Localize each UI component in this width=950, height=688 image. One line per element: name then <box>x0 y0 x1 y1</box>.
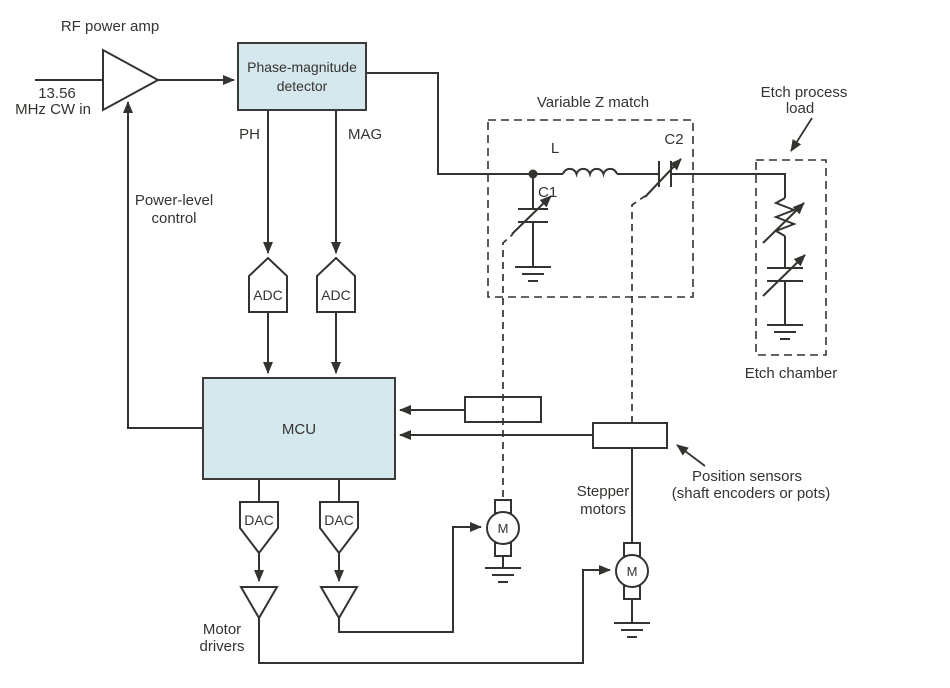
c1-mechanical-linkage <box>502 233 514 497</box>
position-sensors-label-line2: (shaft encoders or pots) <box>672 485 830 502</box>
stepper-motors-label-line1: Stepper <box>577 483 630 500</box>
motor2-ground-symbol <box>613 622 651 638</box>
dac2-label: DAC <box>324 512 354 528</box>
variable-arrows <box>511 158 806 297</box>
etch-load-annotation-arrow <box>790 117 813 152</box>
c1-variable-arrow <box>511 195 552 235</box>
position-sensors-annotation-arrow <box>676 444 706 467</box>
adc1-block <box>248 256 288 313</box>
motor1-label: M <box>498 521 509 536</box>
etch-ground-symbol <box>766 324 804 340</box>
rf-power-amp-label: RF power amp <box>61 18 159 35</box>
motor-drivers-label-line2: drivers <box>199 638 244 655</box>
load-resistor <box>773 197 797 237</box>
rf-input-label-line2: MHz CW in <box>15 101 91 118</box>
power-level-label-line1: Power-level <box>135 192 213 209</box>
rf-input-label-line1: 13.56 <box>38 85 76 102</box>
position-sensor2-box <box>592 422 668 449</box>
phase-magnitude-detector-box <box>237 42 367 111</box>
rf-amp-triangle <box>102 48 161 112</box>
variable-z-match-label: Variable Z match <box>537 94 649 111</box>
inductor-label: L <box>551 140 559 157</box>
adc1-label: ADC <box>253 287 283 303</box>
c1-ground-symbol <box>514 266 552 282</box>
etch-process-load-label-line1: Etch process <box>761 84 848 101</box>
wires <box>35 72 804 664</box>
detector-label-line1: Phase-magnitude <box>247 59 357 75</box>
motor-drivers-label-line1: Motor <box>203 621 241 638</box>
detector-label-line2: detector <box>277 78 328 94</box>
mag-label: MAG <box>348 126 382 143</box>
motor-driver2-triangle <box>319 586 359 620</box>
adc2-block <box>316 256 356 313</box>
c2-to-load-wire <box>671 173 786 198</box>
driver2-to-motor1-wire <box>338 522 482 633</box>
detector-to-zmatch-wire <box>366 72 563 175</box>
dac1-label: DAC <box>244 512 274 528</box>
motor1-body <box>486 511 520 545</box>
stepper-motor1: M <box>486 499 520 557</box>
c1-label: C1 <box>538 184 557 201</box>
variable-z-match-box <box>487 119 694 298</box>
junction-dot <box>528 169 538 179</box>
dac2-block <box>319 501 359 555</box>
motor-driver1-triangle <box>239 586 279 620</box>
inductor-coil <box>562 167 618 178</box>
load-cap-variable-arrow <box>762 254 806 297</box>
driver1-to-motor2-wire <box>258 565 611 664</box>
etch-process-load-label-line2: load <box>786 100 814 117</box>
c2-mechanical-linkage <box>631 195 646 423</box>
etch-chamber-label: Etch chamber <box>745 365 838 382</box>
mcu-box <box>202 377 396 480</box>
c2-label: C2 <box>664 131 683 148</box>
mcu-label: MCU <box>282 421 316 438</box>
power-level-label-line2: control <box>151 210 196 227</box>
c2-variable-arrow <box>644 158 682 198</box>
position-sensors-label-line1: Position sensors <box>692 468 802 485</box>
load-resistor-variable-arrow <box>762 202 805 244</box>
motor1-ground-symbol <box>484 567 522 583</box>
etch-process-load-box <box>755 159 827 356</box>
stepper-motor2: M <box>615 542 649 600</box>
adc2-label: ADC <box>321 287 351 303</box>
motor2-label: M <box>627 564 638 579</box>
dac1-block <box>239 501 279 555</box>
motor2-body <box>615 554 649 588</box>
ph-label: PH <box>239 126 260 143</box>
stepper-motors-label-line2: motors <box>580 501 626 518</box>
power-level-feedback-wire <box>123 101 203 429</box>
